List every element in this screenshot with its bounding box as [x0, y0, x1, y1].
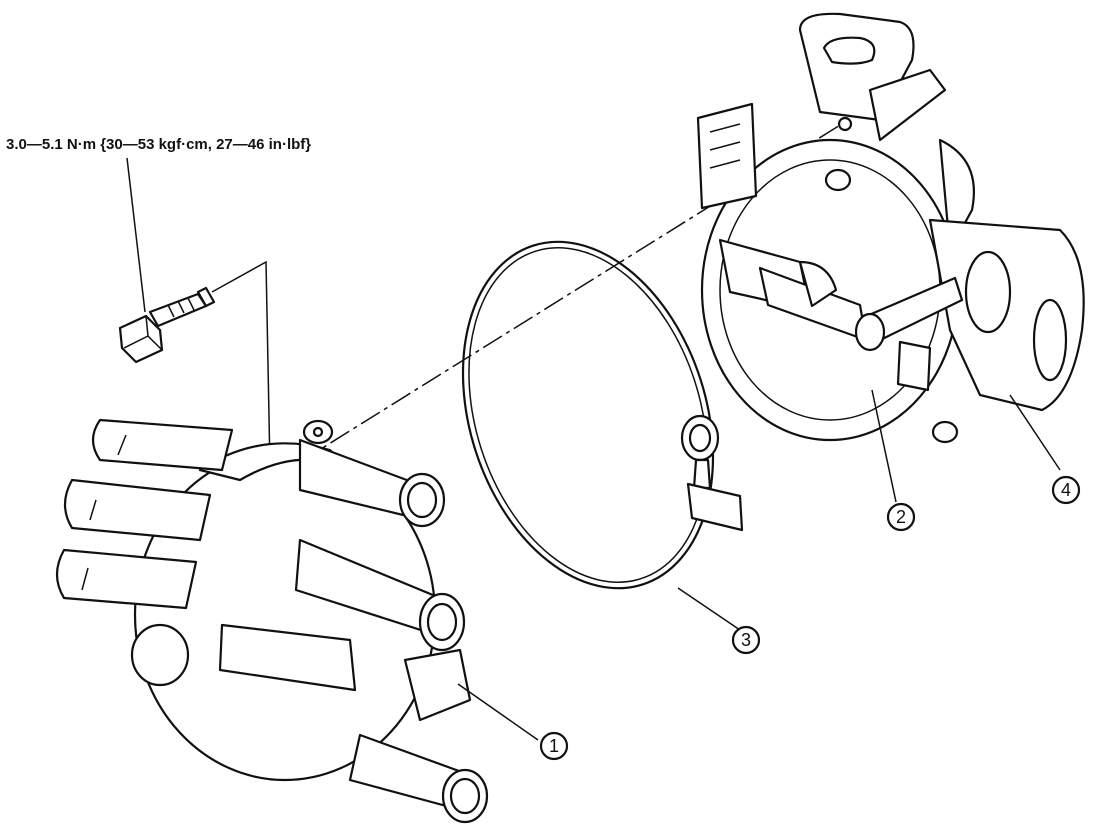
callout-2-label: 2	[896, 507, 906, 527]
torque-leader-line	[126, 157, 146, 313]
callout-leader-2	[871, 389, 897, 503]
callout-leader-4	[1009, 394, 1061, 471]
callout-1: 1	[539, 731, 569, 761]
torque-spec-label: 3.0—5.1 N·m {30—53 kgf·cm, 27—46 in·lbf}	[6, 136, 311, 153]
distributor-cap	[55, 418, 489, 824]
callout-leader-1	[457, 683, 539, 741]
callout-4: 4	[1051, 475, 1081, 505]
callout-leader-3	[677, 587, 741, 631]
callout-3-label: 3	[741, 630, 751, 650]
callout-2: 2	[886, 502, 916, 532]
seal-ring	[461, 240, 744, 590]
distributor-body	[696, 12, 1085, 444]
bolt-alignment-line	[211, 260, 271, 469]
bolt	[118, 286, 216, 364]
callout-3: 3	[731, 625, 761, 655]
callout-1-label: 1	[549, 736, 559, 756]
callout-4-label: 4	[1061, 480, 1071, 500]
